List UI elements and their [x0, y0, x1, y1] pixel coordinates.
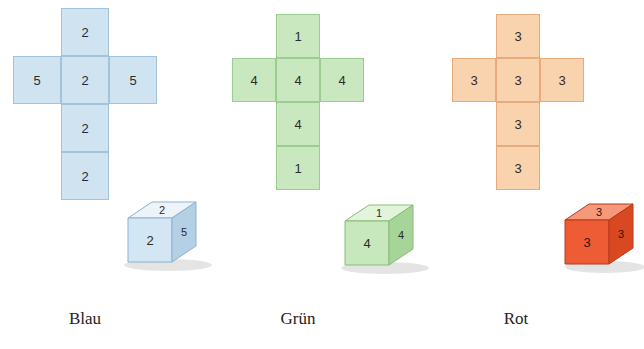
face-number: 3: [558, 74, 565, 87]
face-number: 4: [338, 74, 345, 87]
caption-label: Rot: [504, 310, 529, 329]
face-number: 2: [81, 170, 88, 183]
face-number: 2: [81, 122, 88, 135]
die-face: 2: [128, 218, 172, 262]
net-face: 1: [276, 14, 320, 58]
net-face: 2: [61, 56, 109, 104]
net-face: 3: [496, 58, 540, 102]
net-face: 5: [13, 56, 61, 104]
face-number: 1: [376, 208, 382, 219]
net-face: 4: [232, 58, 276, 102]
net-face: 3: [496, 14, 540, 58]
face-number: 1: [294, 162, 301, 175]
net-face: 4: [276, 102, 320, 146]
face-number: 1: [294, 30, 301, 43]
net-face: 4: [320, 58, 364, 102]
face-number: 3: [514, 74, 521, 87]
face-shape: [172, 202, 196, 262]
net-face: 3: [496, 102, 540, 146]
face-number: 4: [250, 74, 257, 87]
face-number: 4: [294, 74, 301, 87]
net-face: 5: [109, 56, 157, 104]
face-number: 3: [596, 207, 602, 218]
face-number: 3: [470, 74, 477, 87]
face-number: 2: [81, 74, 88, 87]
face-number: 2: [81, 26, 88, 39]
face-number: 2: [146, 234, 153, 247]
face-number: 4: [294, 118, 301, 131]
face-shape: [345, 221, 389, 265]
face-number: 2: [159, 205, 165, 216]
face-number: 5: [33, 74, 40, 87]
die-face: 4: [389, 205, 413, 265]
net-face: 3: [496, 146, 540, 190]
net-face: 4: [276, 58, 320, 102]
face-number: 4: [363, 237, 370, 250]
die-face: 3: [609, 204, 633, 264]
net-face: 2: [61, 152, 109, 200]
face-shape: [389, 205, 413, 265]
face-shape: [609, 204, 633, 264]
caption-label: Grün: [281, 310, 316, 329]
face-number: 3: [618, 229, 624, 240]
face-number: 3: [514, 162, 521, 175]
die-face: 4: [345, 221, 389, 265]
face-number: 3: [583, 236, 590, 249]
face-number: 5: [181, 227, 187, 238]
face-number: 5: [129, 74, 136, 87]
face-number: 4: [398, 230, 404, 241]
net-face: 1: [276, 146, 320, 190]
net-face: 3: [540, 58, 584, 102]
net-face: 2: [61, 8, 109, 56]
face-number: 3: [514, 30, 521, 43]
face-number: 3: [514, 118, 521, 131]
die-face: 3: [565, 220, 609, 264]
net-face: 3: [452, 58, 496, 102]
face-shape: [565, 220, 609, 264]
die-face: 5: [172, 202, 196, 262]
net-face: 2: [61, 104, 109, 152]
face-shape: [128, 218, 172, 262]
caption-label: Blau: [69, 310, 101, 329]
